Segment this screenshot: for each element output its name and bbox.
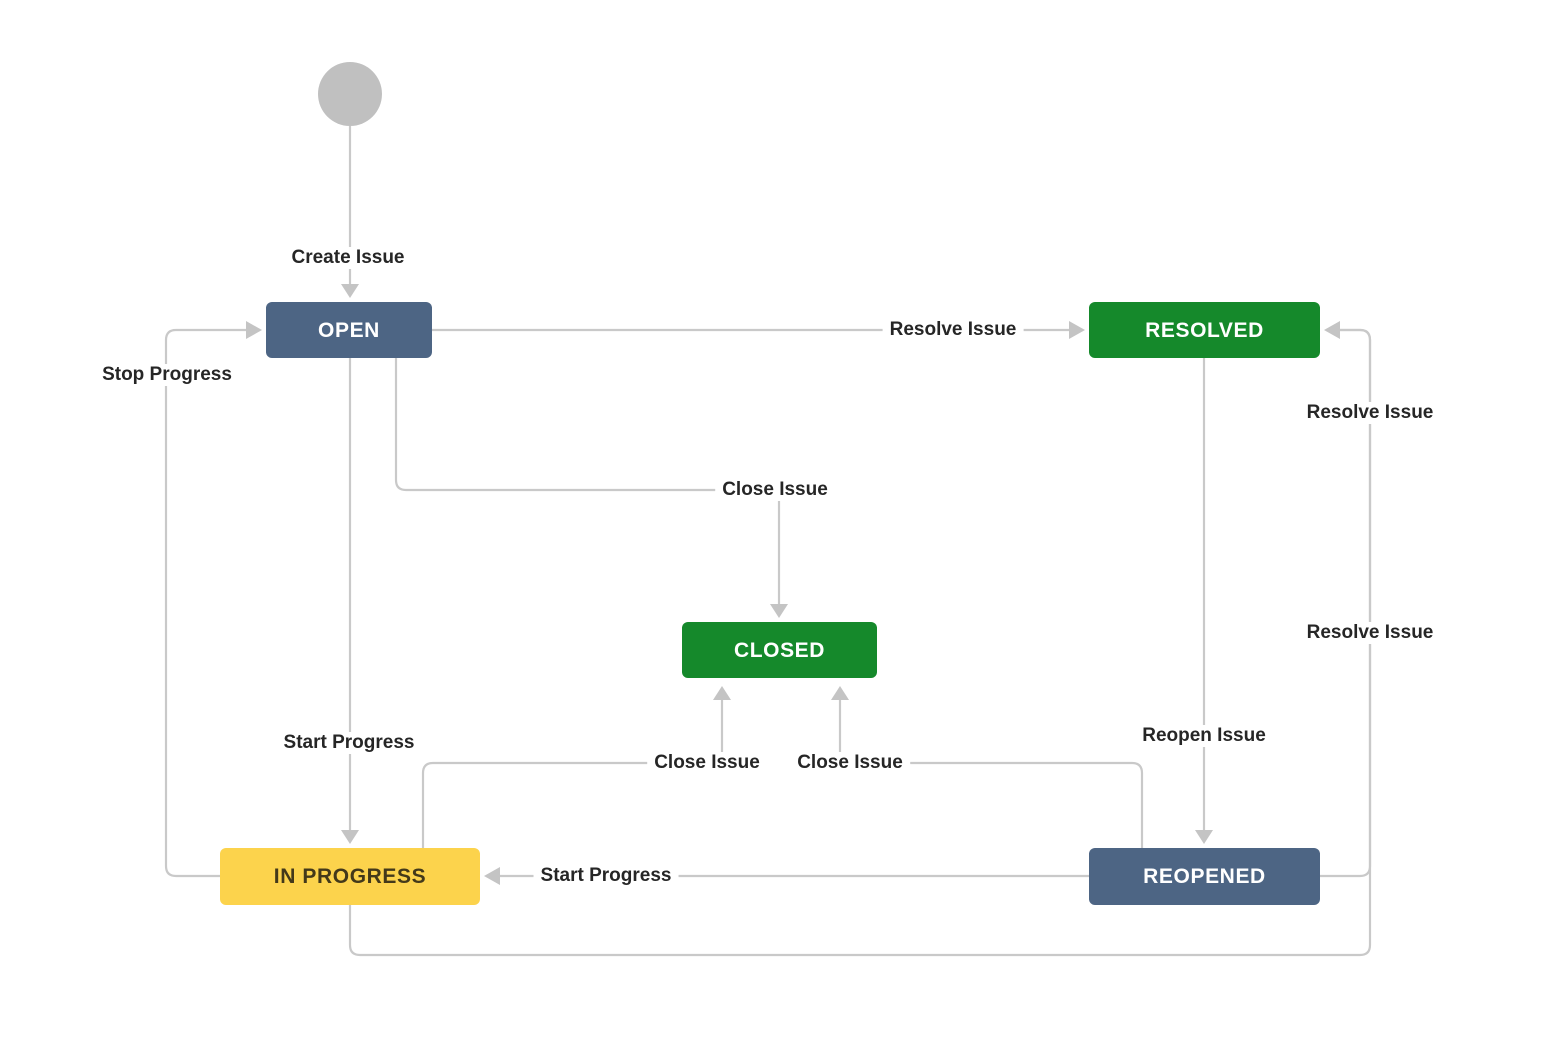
arrowhead-create-issue bbox=[341, 284, 359, 298]
state-node-closed[interactable]: CLOSED bbox=[682, 622, 877, 678]
edge-label-start-progress-open: Start Progress bbox=[276, 732, 422, 754]
arrowhead-resolve-issue-open bbox=[1069, 321, 1085, 339]
state-node-resolved[interactable]: RESOLVED bbox=[1089, 302, 1320, 358]
state-node-in-progress[interactable]: IN PROGRESS bbox=[220, 848, 480, 905]
edge-label-close-issue-open: Close Issue bbox=[715, 479, 835, 501]
edge-close-issue-from-inprogress bbox=[421, 700, 724, 848]
edge-label-close-issue-reopened: Close Issue bbox=[790, 752, 910, 774]
edge-label-create-issue: Create Issue bbox=[284, 247, 412, 269]
state-node-in-progress-label: IN PROGRESS bbox=[273, 865, 427, 888]
start-node-circle[interactable] bbox=[318, 62, 382, 126]
arrowhead-start-progress-reopened bbox=[484, 867, 500, 885]
arrowhead-reopen-issue bbox=[1195, 830, 1213, 844]
edge-label-close-issue-inprogress: Close Issue bbox=[647, 752, 767, 774]
edge-label-start-progress-reopened: Start Progress bbox=[533, 865, 679, 887]
state-node-closed-label: CLOSED bbox=[733, 638, 826, 662]
arrowhead-close-issue-open bbox=[770, 604, 788, 618]
arrowhead-close-issue-inprogress bbox=[713, 686, 731, 700]
edge-stop-progress bbox=[164, 328, 246, 878]
arrowhead-resolve-issue-reopened bbox=[1324, 321, 1340, 339]
state-node-open-label: OPEN bbox=[318, 318, 380, 342]
edge-label-resolve-issue-inprogress: Resolve Issue bbox=[1299, 622, 1441, 644]
edge-label-stop-progress: Stop Progress bbox=[95, 364, 239, 386]
arrowhead-start-progress-open bbox=[341, 830, 359, 844]
state-node-reopened[interactable]: REOPENED bbox=[1089, 848, 1320, 905]
edge-close-issue-from-open bbox=[394, 358, 781, 604]
state-node-resolved-label: RESOLVED bbox=[1145, 318, 1264, 342]
edge-label-reopen-issue: Reopen Issue bbox=[1135, 725, 1273, 747]
arrowhead-stop-progress bbox=[246, 321, 262, 339]
state-node-open[interactable]: OPEN bbox=[266, 302, 432, 358]
edge-label-resolve-issue-reopened: Resolve Issue bbox=[1299, 402, 1441, 424]
edge-label-resolve-issue-open: Resolve Issue bbox=[882, 319, 1024, 341]
edge-close-issue-from-reopened bbox=[838, 700, 1144, 848]
edge-resolve-issue-from-inprogress bbox=[348, 328, 1372, 957]
state-node-reopened-label: REOPENED bbox=[1143, 865, 1266, 888]
arrowhead-close-issue-reopened bbox=[831, 686, 849, 700]
